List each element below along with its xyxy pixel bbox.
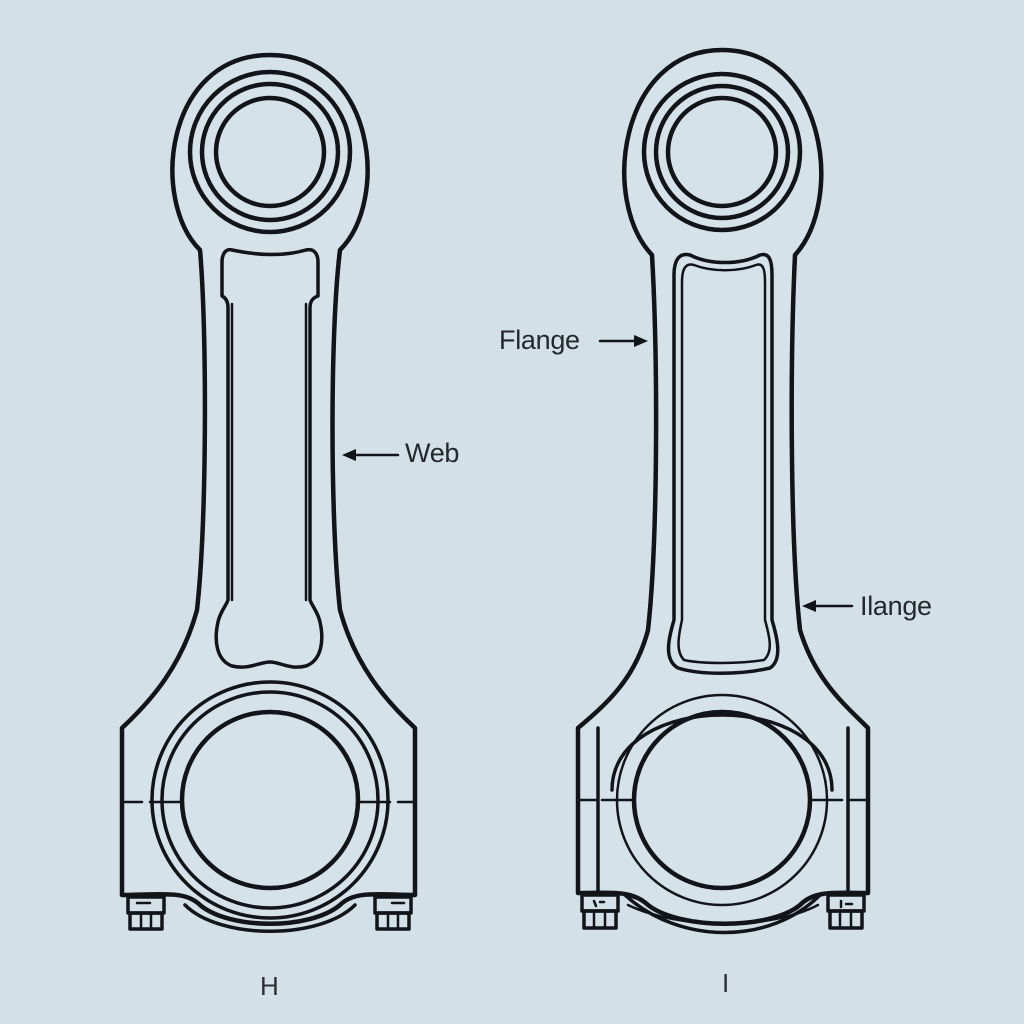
h-big-end-bore xyxy=(179,709,361,891)
h-cap-lower-curve xyxy=(183,903,357,933)
h-section-connecting-rod xyxy=(119,52,418,933)
i-section-caption: I xyxy=(722,968,730,998)
i-big-end-upper-arc xyxy=(610,713,834,792)
h-section-caption: H xyxy=(260,971,279,1001)
web-label: Web xyxy=(405,438,460,468)
i-flange-pocket-inner xyxy=(677,263,771,665)
flange-top-label: Flange xyxy=(499,325,580,355)
i-rod-outline xyxy=(575,47,871,926)
i-small-end-ring-outer xyxy=(641,71,803,233)
h-rod-outline xyxy=(119,52,418,926)
h-web-pocket xyxy=(214,247,324,669)
h-big-end-ring-outer xyxy=(150,680,390,920)
h-small-end-bore xyxy=(213,95,327,209)
flange-bottom-label: Ilange xyxy=(860,591,932,621)
i-small-end-ring-mid xyxy=(653,83,791,221)
i-section-connecting-rod xyxy=(575,47,871,935)
i-bolt-left xyxy=(580,893,620,930)
h-small-end-ring-outer xyxy=(187,69,353,235)
h-bolt-right xyxy=(373,895,413,931)
flange-top-callout-arrow xyxy=(598,335,648,347)
i-cap-lower-curve-2 xyxy=(626,903,820,925)
h-bolt-left xyxy=(126,895,166,931)
i-small-end-bore xyxy=(665,95,779,209)
h-big-end-ring-mid xyxy=(160,690,380,910)
i-flange-pocket-outer xyxy=(666,252,780,675)
h-small-end-ring-mid xyxy=(199,81,341,223)
web-callout-arrow xyxy=(342,449,400,461)
flange-bottom-callout-arrow xyxy=(802,600,854,612)
i-bolt-right xyxy=(826,893,866,930)
